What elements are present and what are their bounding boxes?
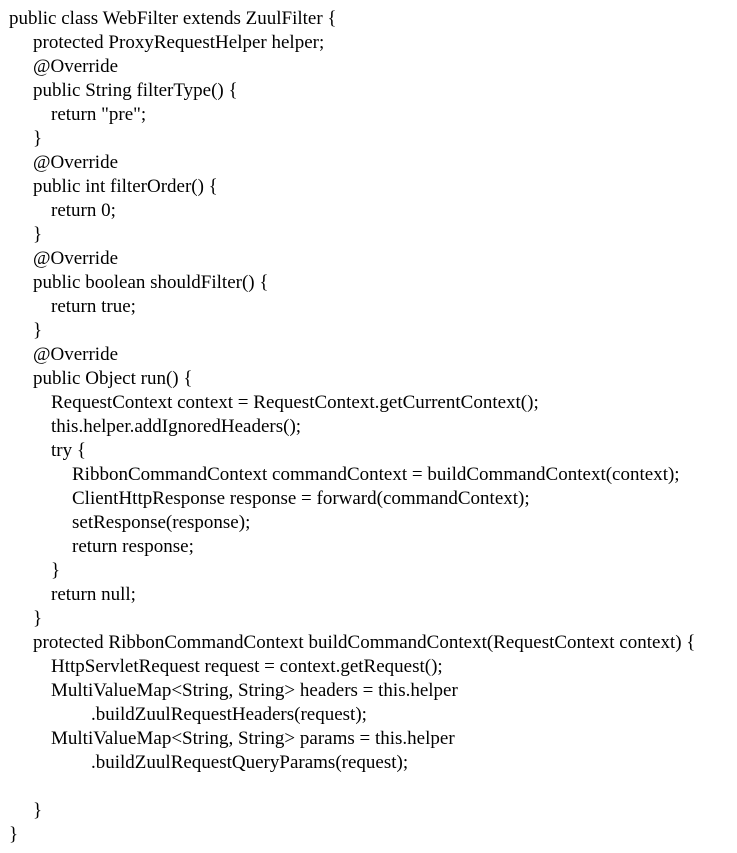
code-line: } <box>33 320 43 341</box>
code-line: } <box>51 560 61 581</box>
code-line: public int filterOrder() { <box>33 176 218 197</box>
code-line: return "pre"; <box>51 104 147 125</box>
code-line: RequestContext context = RequestContext.… <box>51 392 539 413</box>
code-line: @Override <box>33 344 119 365</box>
code-line: public Object run() { <box>33 368 193 389</box>
code-line: .buildZuulRequestQueryParams(request); <box>91 752 409 773</box>
code-line: return response; <box>72 536 194 557</box>
code-line: return true; <box>51 296 136 317</box>
code-line: @Override <box>33 248 119 269</box>
code-line: } <box>33 128 43 149</box>
code-line <box>9 775 733 799</box>
code-line: @Override <box>33 56 119 77</box>
code-line: public boolean shouldFilter() { <box>33 272 269 293</box>
code-line: HttpServletRequest request = context.get… <box>51 656 443 677</box>
code-line: MultiValueMap<String, String> params = t… <box>51 728 455 749</box>
code-line: protected RibbonCommandContext buildComm… <box>33 632 696 653</box>
code-line: .buildZuulRequestHeaders(request); <box>91 704 367 725</box>
code-line: } <box>33 800 43 821</box>
code-line: public String filterType() { <box>33 80 238 101</box>
code-line: protected ProxyRequestHelper helper; <box>33 32 325 53</box>
code-line: } <box>33 608 43 629</box>
code-line: setResponse(response); <box>72 512 251 533</box>
code-line: } <box>33 224 43 245</box>
code-line: return 0; <box>51 200 116 221</box>
code-line: RibbonCommandContext commandContext = bu… <box>72 464 680 485</box>
code-line: this.helper.addIgnoredHeaders(); <box>51 416 302 437</box>
code-line: try { <box>51 440 86 461</box>
code-line: } <box>9 824 19 845</box>
code-line: ClientHttpResponse response = forward(co… <box>72 488 530 509</box>
code-line: @Override <box>33 152 119 173</box>
code-line: MultiValueMap<String, String> headers = … <box>51 680 458 701</box>
code-line: return null; <box>51 584 136 605</box>
code-line: public class WebFilter extends ZuulFilte… <box>9 8 337 29</box>
